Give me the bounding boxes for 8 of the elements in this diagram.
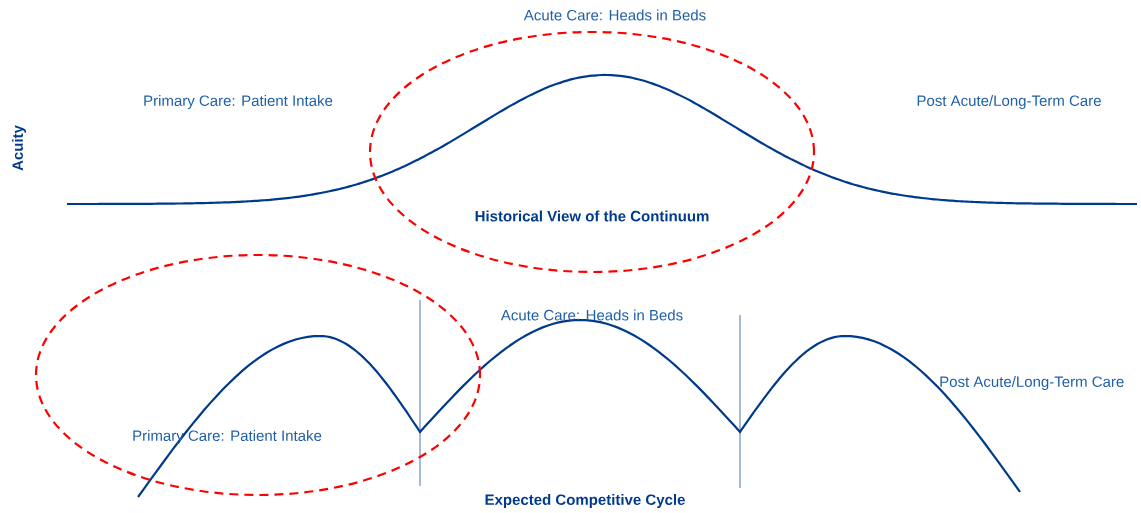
section-label: Post Acute/Long-Term Care xyxy=(917,95,1101,109)
section-label: Acute Care: Heads in Beds xyxy=(523,9,706,21)
section-label: Primary Care: Patient Intake xyxy=(144,95,333,109)
curve-title: Historical View of the Continuum xyxy=(475,210,709,222)
section-label: Post Acute/Long-Term Care xyxy=(940,376,1124,390)
section-label: Acute Care: Heads in Beds xyxy=(500,309,683,321)
curve-title: Expected Competitive Cycle xyxy=(485,494,685,508)
axis-label: Acuity xyxy=(12,125,26,171)
